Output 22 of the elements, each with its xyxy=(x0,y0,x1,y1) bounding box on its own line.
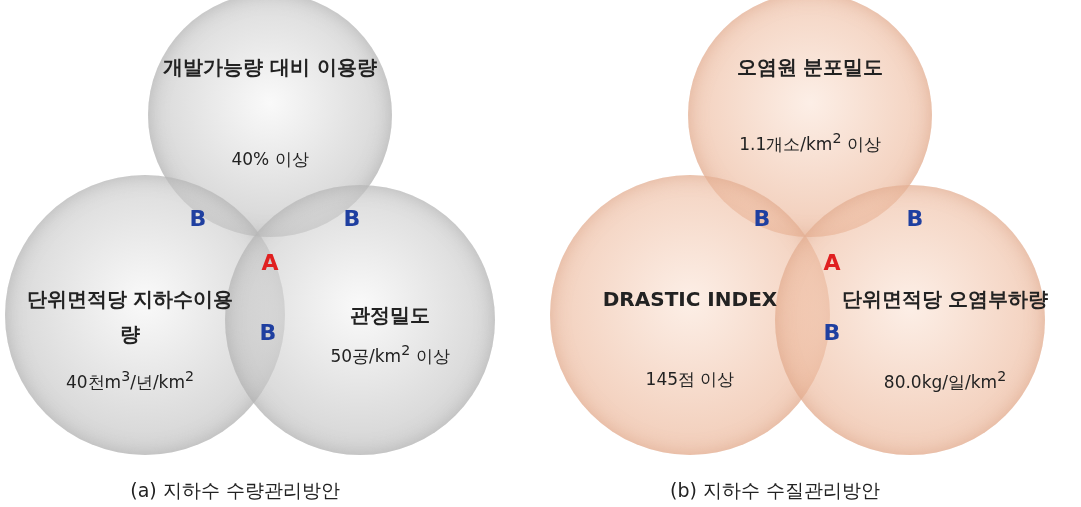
caption: (b) 지하수 수질관리방안 xyxy=(670,478,880,503)
region-label: B xyxy=(753,205,771,231)
region-label: B xyxy=(343,205,361,231)
region-label: B xyxy=(823,319,841,345)
set-heading: 오염원 분포밀도 xyxy=(735,54,885,81)
threshold-value: 50공/km$^{2}$ 이상 xyxy=(329,342,451,368)
caption: (a) 지하수 수량관리방안 xyxy=(130,478,340,503)
set-heading: 단위면적당 지하수이용량 xyxy=(25,286,235,348)
threshold-value: 40% 이상 xyxy=(230,148,310,171)
region-label: B xyxy=(189,205,207,231)
region-label: B xyxy=(259,319,277,345)
set-heading: 단위면적당 오염부하량 xyxy=(840,286,1050,313)
set-heading: DRASTIC INDEX xyxy=(601,286,779,313)
threshold-value: 80.0kg/일/km$^{2}$ xyxy=(882,368,1008,394)
threshold-value: 1.1개소/km$^{2}$ 이상 xyxy=(738,130,882,156)
region-label: A xyxy=(261,249,279,275)
region-label: A xyxy=(823,249,841,275)
set-heading: 개발가능량 대비 이용량 xyxy=(162,54,378,81)
set-heading: 관정밀도 xyxy=(349,302,431,329)
threshold-value: 145점 이상 xyxy=(644,368,736,391)
threshold-value: 40천m$^{3}$/년/km$^{2}$ xyxy=(64,368,196,394)
region-label: B xyxy=(906,205,924,231)
